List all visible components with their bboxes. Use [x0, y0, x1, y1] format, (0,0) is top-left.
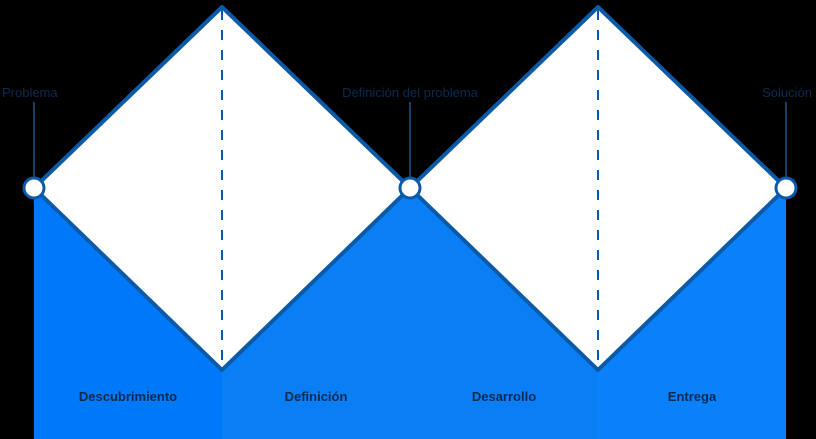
milestone-connectors	[33, 102, 787, 178]
phase-label-definicion: Definición	[285, 389, 348, 404]
milestone-node-definicion-problema	[398, 176, 422, 200]
milestone-label-definicion-problema: Definición del problema	[342, 85, 479, 100]
milestone-node-problema	[22, 176, 46, 200]
phase-label-descubrimiento: Descubrimiento	[79, 389, 177, 404]
phase-label-entrega: Entrega	[668, 389, 717, 404]
milestone-node-solucion	[774, 176, 798, 200]
milestone-nodes	[22, 176, 798, 200]
milestone-label-solucion: Solución	[762, 85, 812, 100]
phase-label-desarrollo: Desarrollo	[472, 389, 536, 404]
milestone-label-problema: Problema	[2, 85, 58, 100]
